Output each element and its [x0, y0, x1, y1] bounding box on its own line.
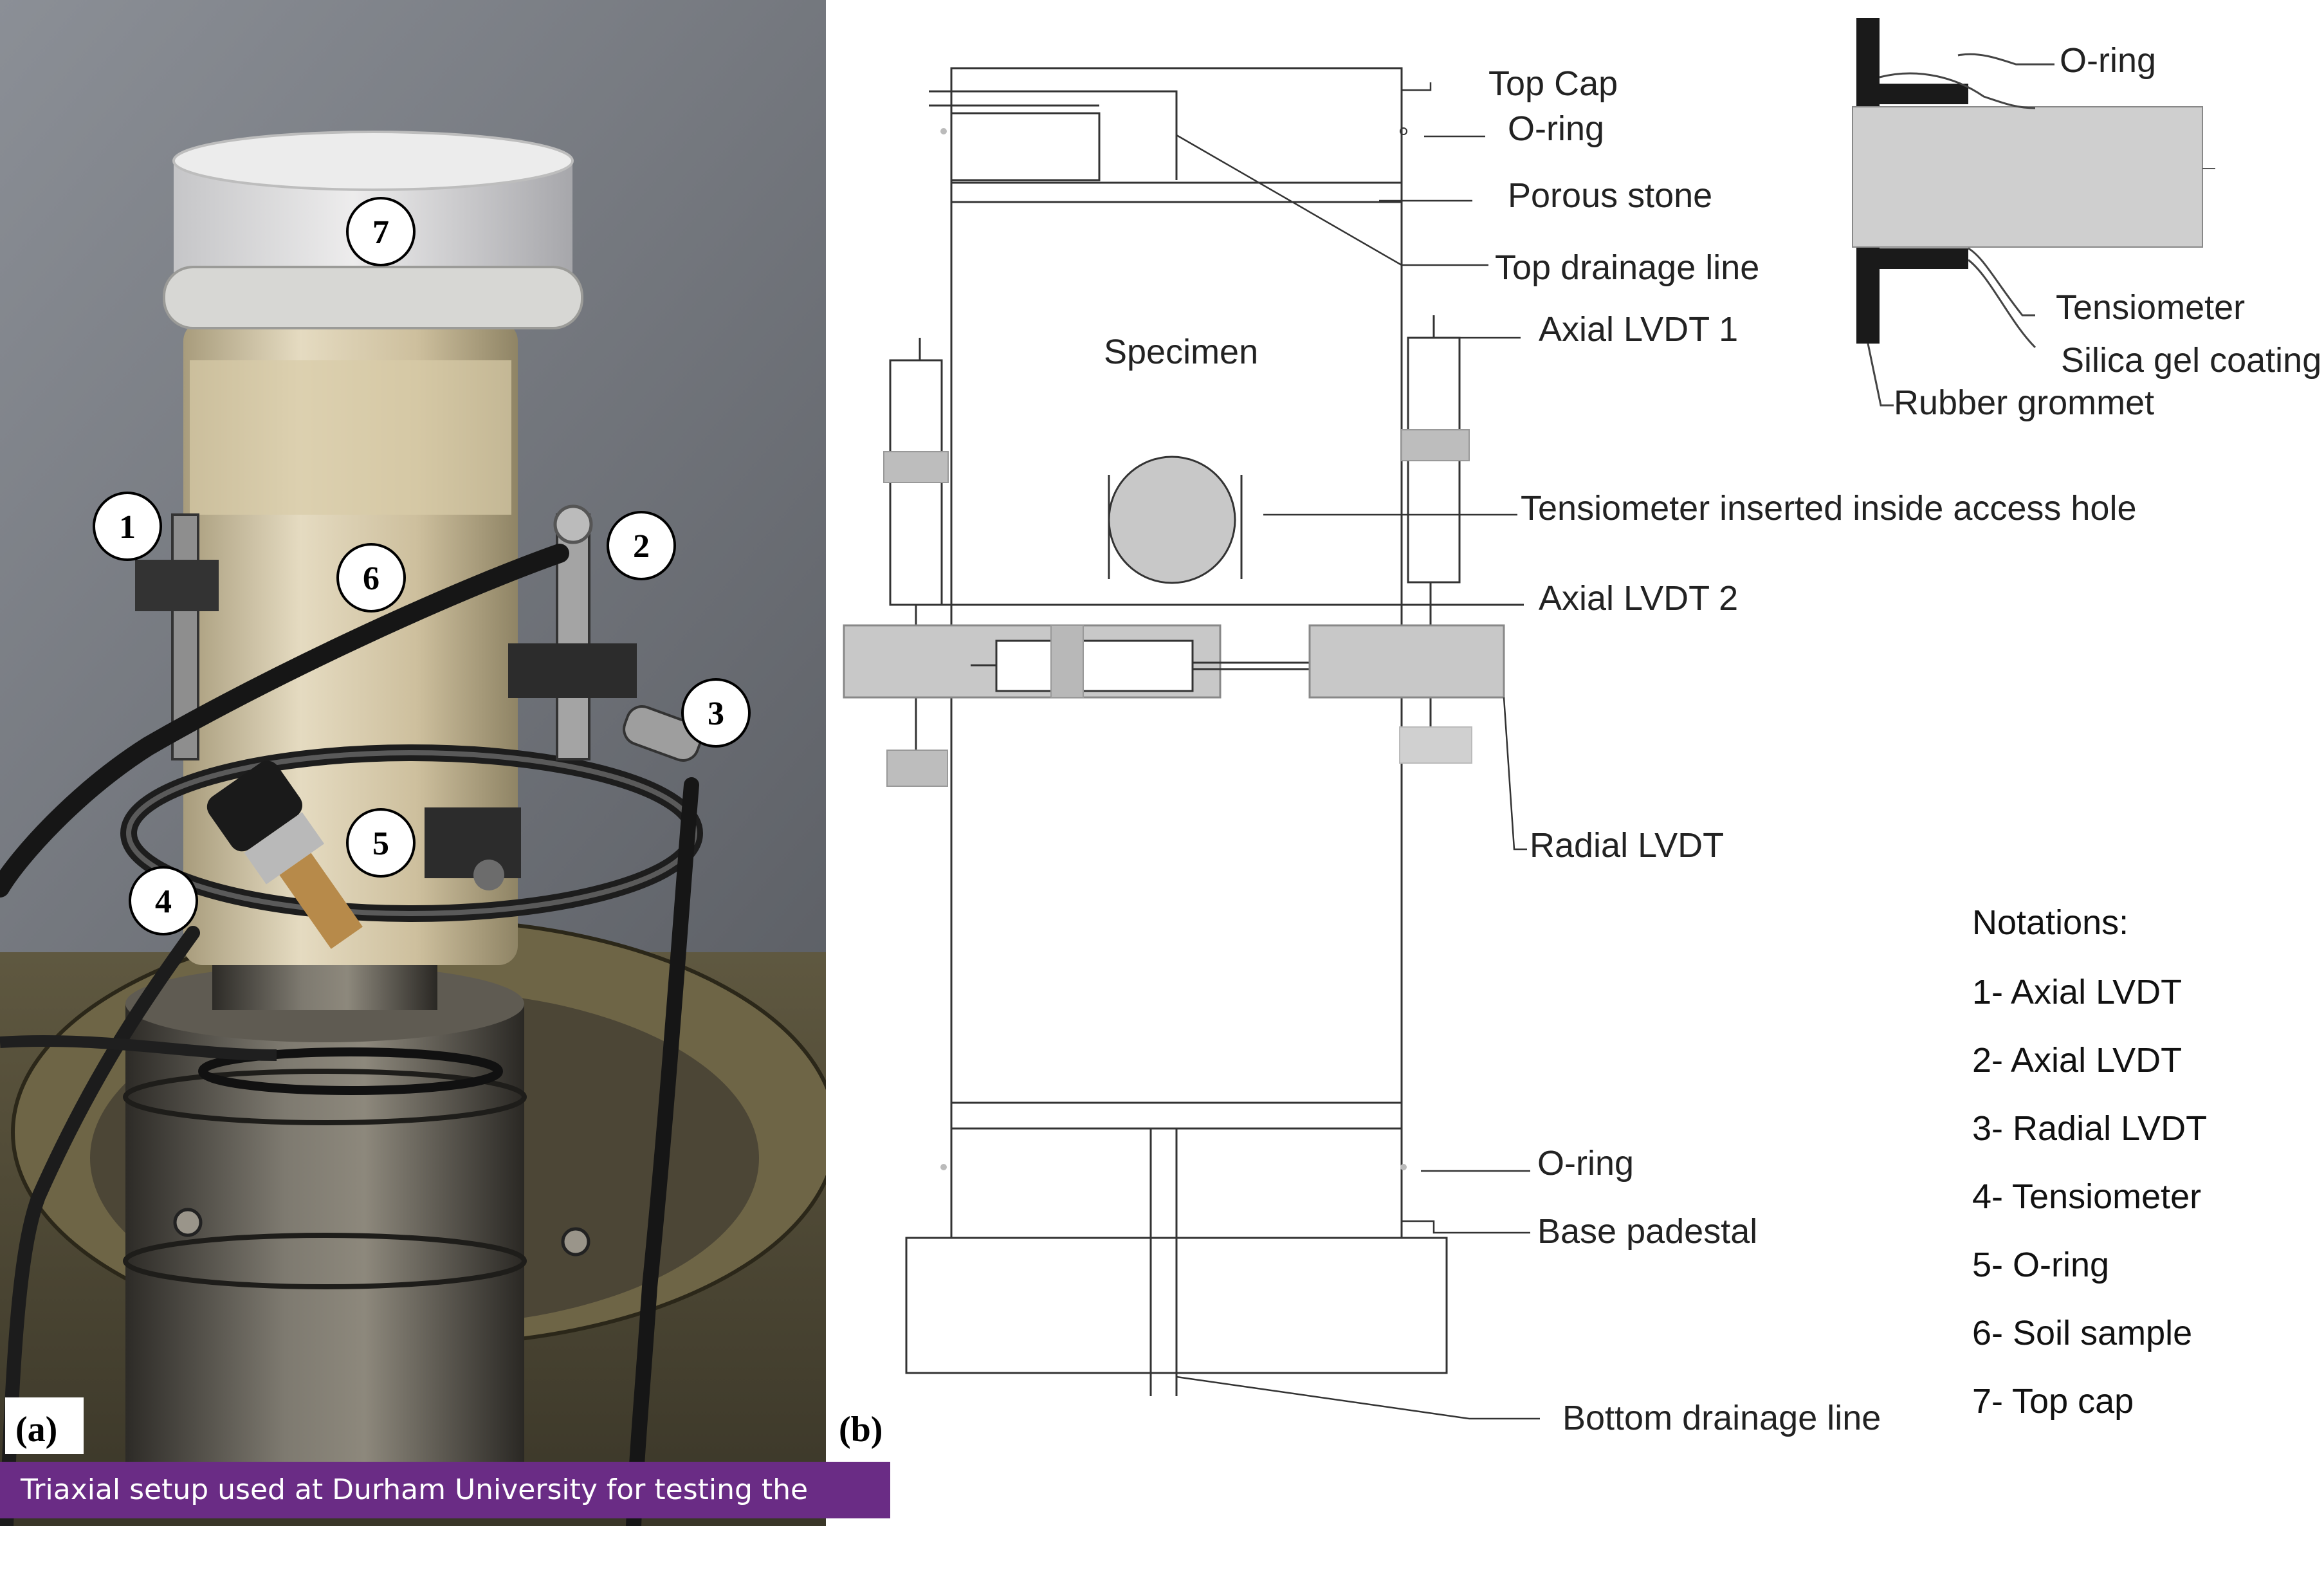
leader-top-drainage — [1176, 134, 1488, 266]
cable-3 — [0, 926, 200, 1526]
label-porous-stone: Porous stone — [1508, 176, 1712, 215]
front-bracket-bolt — [473, 860, 504, 890]
specimen-label: Specimen — [1104, 333, 1258, 371]
triaxial-photo-illustration: 7 1 2 6 3 5 4 (a) — [0, 0, 826, 1526]
caption-bar: Triaxial setup used at Durham University… — [0, 1462, 890, 1563]
cable-1 — [0, 544, 569, 898]
inset-label-rubber-grommet: Rubber grommet — [1894, 383, 2154, 422]
notations-list: Notations: 1- Axial LVDT 2- Axial LVDT 3… — [1972, 903, 2207, 1421]
pedestal-groove-2 — [123, 1233, 527, 1289]
leader-top-cap — [1402, 82, 1432, 91]
o-ring-dot-bottom-left — [940, 1164, 947, 1170]
callout-5: 5 — [346, 808, 416, 878]
tensiometer — [206, 760, 363, 949]
axial-lvdt-left — [883, 338, 949, 787]
notations-title: Notations: — [1972, 903, 2128, 942]
base-right — [1175, 1127, 1403, 1239]
notation-item: 2- Axial LVDT — [1972, 1041, 2182, 1080]
top-cap-chamber — [950, 112, 1101, 181]
cable-2 — [626, 777, 699, 1526]
callout-2-text: 2 — [633, 528, 650, 565]
label-bottom-drainage-line: Bottom drainage line — [1562, 1399, 1881, 1437]
axial-lvdt-1-clamp — [135, 560, 219, 611]
o-ring-dot-bottom-right — [1400, 1164, 1407, 1170]
inset-label-silica-gel: Silica gel coating — [2061, 341, 2321, 380]
callout-4: 4 — [129, 866, 198, 935]
membrane-tape — [190, 360, 511, 515]
top-drainage-pipe — [929, 90, 1178, 180]
label-top-drainage-line: Top drainage line — [1495, 248, 1759, 287]
callout-3: 3 — [681, 678, 751, 748]
callout-7-text: 7 — [372, 214, 389, 251]
axial-lvdt-2-head — [553, 504, 593, 544]
radial-lvdt-assembly — [843, 624, 1505, 699]
leader-radial-lvdt — [1503, 697, 1527, 851]
pedestal-groove — [123, 1069, 527, 1125]
notation-item: 3- Radial LVDT — [1972, 1109, 2207, 1148]
inset-label-o-ring: O-ring — [2060, 41, 2156, 80]
callout-1-text: 1 — [119, 509, 136, 546]
label-base-pedestal: Base padestal — [1537, 1212, 1757, 1251]
photo-panel: 7 1 2 6 3 5 4 (a) — [0, 0, 826, 1526]
notation-item: 5- O-ring — [1972, 1246, 2109, 1284]
tensiometer-symbol — [1108, 456, 1243, 584]
radial-lvdt — [623, 705, 702, 762]
inset-tensiometer-detail — [1852, 18, 2215, 407]
inset-label-tensiometer: Tensiometer — [2056, 288, 2245, 327]
label-radial-lvdt: Radial LVDT — [1530, 826, 1724, 865]
panel-b-label: (b) — [839, 1410, 883, 1450]
label-axial-lvdt-1: Axial LVDT 1 — [1539, 310, 1738, 349]
top-cap-o-ring — [163, 266, 583, 329]
bolt-left — [173, 1208, 203, 1237]
notation-item: 4- Tensiometer — [1972, 1177, 2201, 1216]
axial-lvdt-right — [1399, 315, 1472, 764]
leader-bottom-drainage — [1176, 1376, 1540, 1420]
schematic-panel: Specimen Top Cap O-ring Porous stone Top… — [826, 0, 2324, 1526]
label-tensiometer-hole: Tensiometer inserted inside access hole — [1521, 489, 2137, 528]
callout-6-text: 6 — [363, 560, 380, 597]
o-ring-dot-top-left — [940, 128, 947, 134]
cable-4 — [0, 1035, 277, 1061]
axial-lvdt-2-clamp — [508, 643, 637, 698]
base-left — [950, 1127, 1152, 1239]
triaxial-schematic: Specimen Top Cap O-ring Porous stone Top… — [839, 18, 2321, 1450]
callout-6: 6 — [336, 543, 406, 612]
top-cap-face — [172, 131, 574, 191]
callout-2: 2 — [607, 511, 676, 580]
panel-a-label: (a) — [15, 1410, 57, 1450]
label-o-ring-top: O-ring — [1508, 109, 1604, 148]
callout-3-text: 3 — [708, 695, 724, 732]
label-o-ring-bottom: O-ring — [1537, 1144, 1634, 1183]
o-ring-dot-top-right — [1400, 127, 1407, 135]
bolt-right — [561, 1227, 590, 1257]
label-top-cap: Top Cap — [1488, 64, 1618, 103]
callout-4-text: 4 — [155, 883, 172, 920]
notation-item: 7- Top cap — [1972, 1382, 2134, 1421]
o-ring-bottom — [198, 1047, 503, 1095]
leader-base-pedestal — [1402, 1220, 1530, 1234]
callout-1: 1 — [93, 492, 162, 561]
callout-5-text: 5 — [372, 825, 389, 862]
callout-7: 7 — [346, 197, 416, 266]
panel-a-label-box — [5, 1397, 84, 1454]
label-axial-lvdt-2: Axial LVDT 2 — [1539, 579, 1738, 618]
notation-item: 1- Axial LVDT — [1972, 973, 2182, 1011]
notation-item: 6- Soil sample — [1972, 1314, 2192, 1352]
front-bracket — [425, 807, 521, 878]
base-porous — [950, 1101, 1403, 1130]
